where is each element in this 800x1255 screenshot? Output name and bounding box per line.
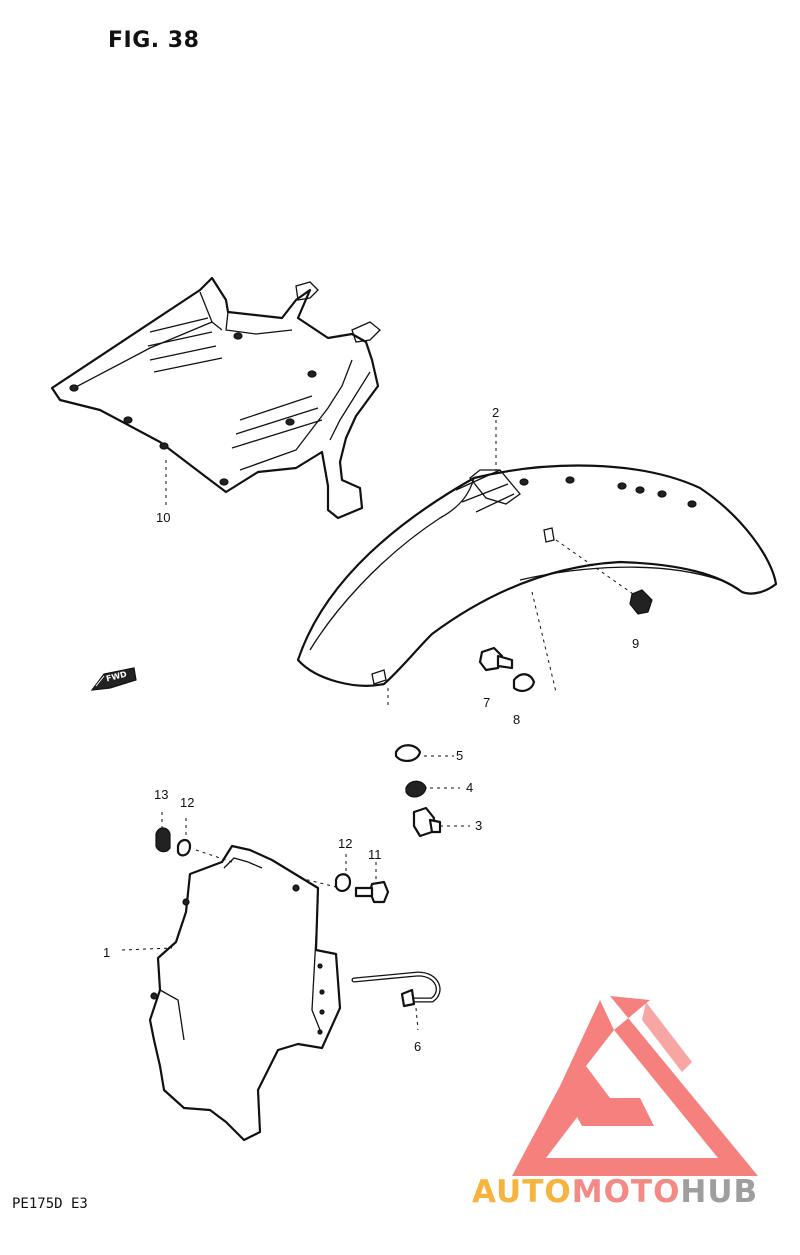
callout-13: 13 [154,787,169,802]
fender-fasteners-drawing [478,589,653,692]
wordmark-auto: AUTO [472,1174,572,1210]
watermark-emblem [512,996,758,1176]
callout-8: 8 [513,712,521,727]
front-fender-drawing [296,420,778,706]
flap-fasteners-drawing [155,812,390,904]
callout-4: 4 [466,780,474,795]
callout-12-right: 12 [338,836,353,851]
fwd-arrow-drawing [90,667,137,691]
callout-12-left: 12 [180,795,195,810]
wordmark-moto: MOTO [571,1174,681,1210]
rear-fender-tray-drawing [50,276,381,520]
figure-title: FIG. 38 [108,28,200,53]
model-code: PE175D E3 [12,1196,88,1212]
rear-mud-flap-drawing [121,844,342,1142]
watermark-wordmark: AUTOMOTOHUB [472,1174,758,1210]
callout-6: 6 [414,1039,422,1054]
callout-3: 3 [475,818,483,833]
callout-1: 1 [103,945,111,960]
callout-9: 9 [632,636,640,651]
callout-11: 11 [368,847,382,862]
callout-2: 2 [492,405,500,420]
callout-10: 10 [156,510,171,525]
callout-7: 7 [483,695,491,710]
callout-5: 5 [456,748,464,763]
small-parts-drawing [394,744,470,838]
hose-clamp-drawing [351,971,441,1031]
wordmark-hub: HUB [680,1174,759,1210]
